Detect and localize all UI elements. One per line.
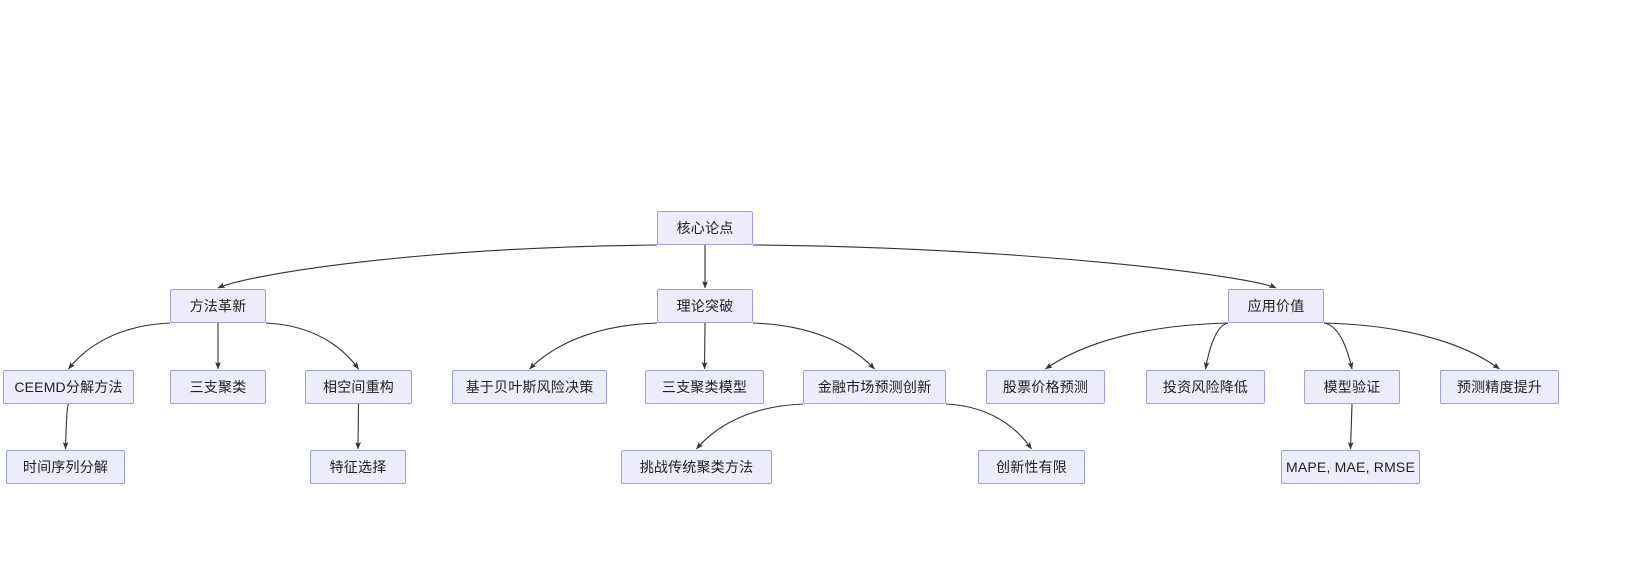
edge-l2b3-to-l3b3b (945, 403, 1032, 450)
edge-l1a-to-l2a1 (68, 322, 171, 370)
edge-root-to-l1c (752, 244, 1277, 289)
node-l2b3[interactable]: 金融市场预测创新 (803, 370, 946, 404)
node-l2a3[interactable]: 相空间重构 (305, 370, 412, 404)
node-l3c3[interactable]: MAPE, MAE, RMSE (1281, 450, 1420, 484)
node-label: CEEMD分解方法 (14, 379, 123, 395)
edge-l1c-to-l2c4 (1323, 322, 1500, 370)
node-root[interactable]: 核心论点 (657, 211, 753, 245)
node-l1c[interactable]: 应用价值 (1228, 289, 1324, 323)
node-label: 挑战传统聚类方法 (639, 459, 754, 475)
node-label: 股票价格预测 (1002, 379, 1089, 395)
edge-l1b-to-l2b3 (752, 322, 875, 370)
node-l2c3[interactable]: 模型验证 (1304, 370, 1400, 404)
node-label: 三支聚类 (189, 379, 247, 395)
edge-l2a3-to-l3a3 (355, 403, 361, 450)
edge-l1c-to-l2c2 (1203, 322, 1229, 370)
edge-l1a-to-l2a3 (265, 322, 359, 370)
node-label: 应用价值 (1247, 298, 1305, 314)
node-l1a[interactable]: 方法革新 (170, 289, 266, 323)
edge-l2c3-to-l3c3 (1347, 403, 1354, 450)
node-l2c1[interactable]: 股票价格预测 (986, 370, 1105, 404)
node-label: 创新性有限 (996, 459, 1067, 475)
node-l2a2[interactable]: 三支聚类 (170, 370, 266, 404)
node-l2a1[interactable]: CEEMD分解方法 (3, 370, 134, 404)
node-label: 理论突破 (676, 298, 734, 314)
node-label: 金融市场预测创新 (817, 379, 932, 395)
node-l2b2[interactable]: 三支聚类模型 (645, 370, 764, 404)
node-label: 时间序列分解 (22, 459, 109, 475)
node-l2b1[interactable]: 基于贝叶斯风险决策 (452, 370, 607, 404)
node-l2c4[interactable]: 预测精度提升 (1440, 370, 1559, 404)
edge-l2a1-to-l3a1 (62, 403, 70, 450)
node-label: 预测精度提升 (1456, 379, 1543, 395)
node-l3a1[interactable]: 时间序列分解 (6, 450, 125, 484)
edge-l1b-to-l2b2 (701, 322, 708, 370)
node-label: 相空间重构 (323, 379, 394, 395)
node-l3b3a[interactable]: 挑战传统聚类方法 (621, 450, 772, 484)
node-l3b3b[interactable]: 创新性有限 (978, 450, 1085, 484)
node-label: 投资风险降低 (1162, 379, 1249, 395)
node-label: 三支聚类模型 (661, 379, 748, 395)
edge-root-to-l1a (217, 244, 658, 289)
edge-l1b-to-l2b1 (529, 322, 658, 370)
edge-paths (62, 244, 1500, 450)
node-l1b[interactable]: 理论突破 (657, 289, 753, 323)
node-l2c2[interactable]: 投资风险降低 (1146, 370, 1265, 404)
edge-l2b3-to-l3b3a (696, 403, 804, 450)
node-label: 方法革新 (189, 298, 247, 314)
node-label: MAPE, MAE, RMSE (1285, 459, 1416, 475)
node-label: 基于贝叶斯风险决策 (465, 379, 594, 395)
node-label: 特征选择 (329, 459, 387, 475)
edge-l1c-to-l2c3 (1323, 322, 1354, 370)
edge-l1c-to-l2c1 (1045, 322, 1229, 370)
node-label: 模型验证 (1323, 379, 1381, 395)
node-label: 核心论点 (676, 220, 734, 236)
node-l3a3[interactable]: 特征选择 (310, 450, 406, 484)
